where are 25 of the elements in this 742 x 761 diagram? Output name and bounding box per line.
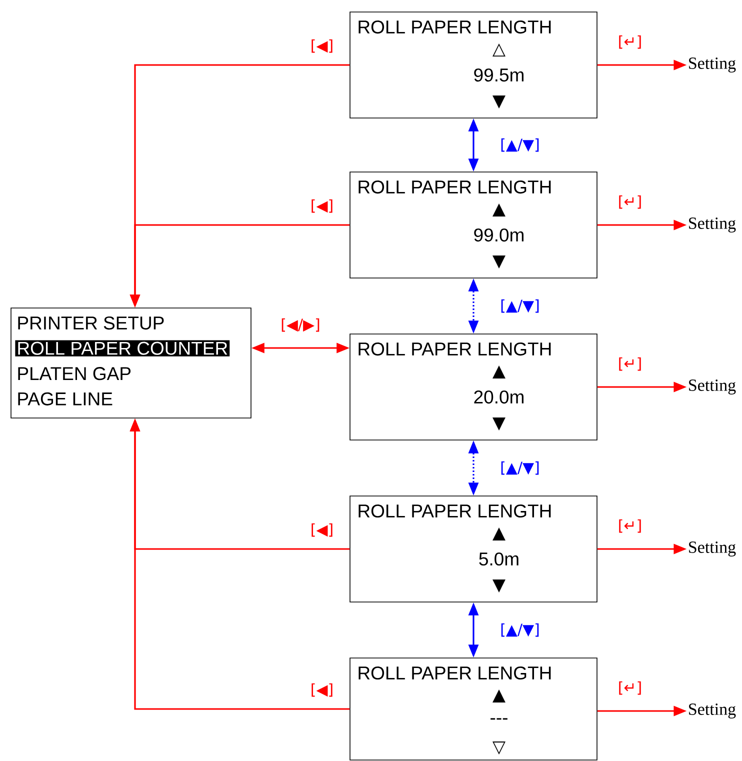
- edge-label: [↵]: [619, 357, 641, 371]
- setting-label: Setting: [689, 380, 736, 394]
- edge-label: [▲/▼]: [501, 461, 539, 475]
- edge-label: [◀]: [312, 199, 332, 213]
- edge-label: [▲/▼]: [501, 299, 539, 313]
- setting-label: Setting: [689, 704, 736, 718]
- setting-label: Setting: [689, 218, 736, 232]
- edge-label: [◀]: [312, 523, 332, 537]
- edge-label: [▲/▼]: [501, 138, 539, 152]
- edge-label: [↵]: [619, 519, 641, 533]
- setting-label: Setting: [689, 58, 736, 72]
- lcd-screen: ROLL PAPER LENGTH ▲ --- ▽: [350, 658, 598, 760]
- menu-screen: PRINTER SETUP ROLL PAPER COUNTER PLATEN GAP PAGE LINE: [10, 308, 252, 418]
- lcd-screen: ROLL PAPER LENGTH ▲ 99.0m ▼: [350, 172, 598, 278]
- edge-label: [◀]: [312, 39, 332, 53]
- edge-label: [↵]: [619, 195, 641, 209]
- edge-label: [↵]: [619, 681, 641, 695]
- lcd-screen: ROLL PAPER LENGTH ▲ 20.0m ▼: [350, 334, 598, 440]
- setting-label: Setting: [689, 542, 736, 556]
- lcd-screen: ROLL PAPER LENGTH ▲ 5.0m ▼: [350, 496, 598, 602]
- edge-label: [↵]: [619, 35, 641, 49]
- edge-label: [◀/▶]: [282, 318, 320, 332]
- edge-label: [◀]: [312, 683, 332, 697]
- edge-label: [▲/▼]: [501, 623, 539, 637]
- lcd-screen: ROLL PAPER LENGTH △ 99.5m ▼: [350, 12, 598, 118]
